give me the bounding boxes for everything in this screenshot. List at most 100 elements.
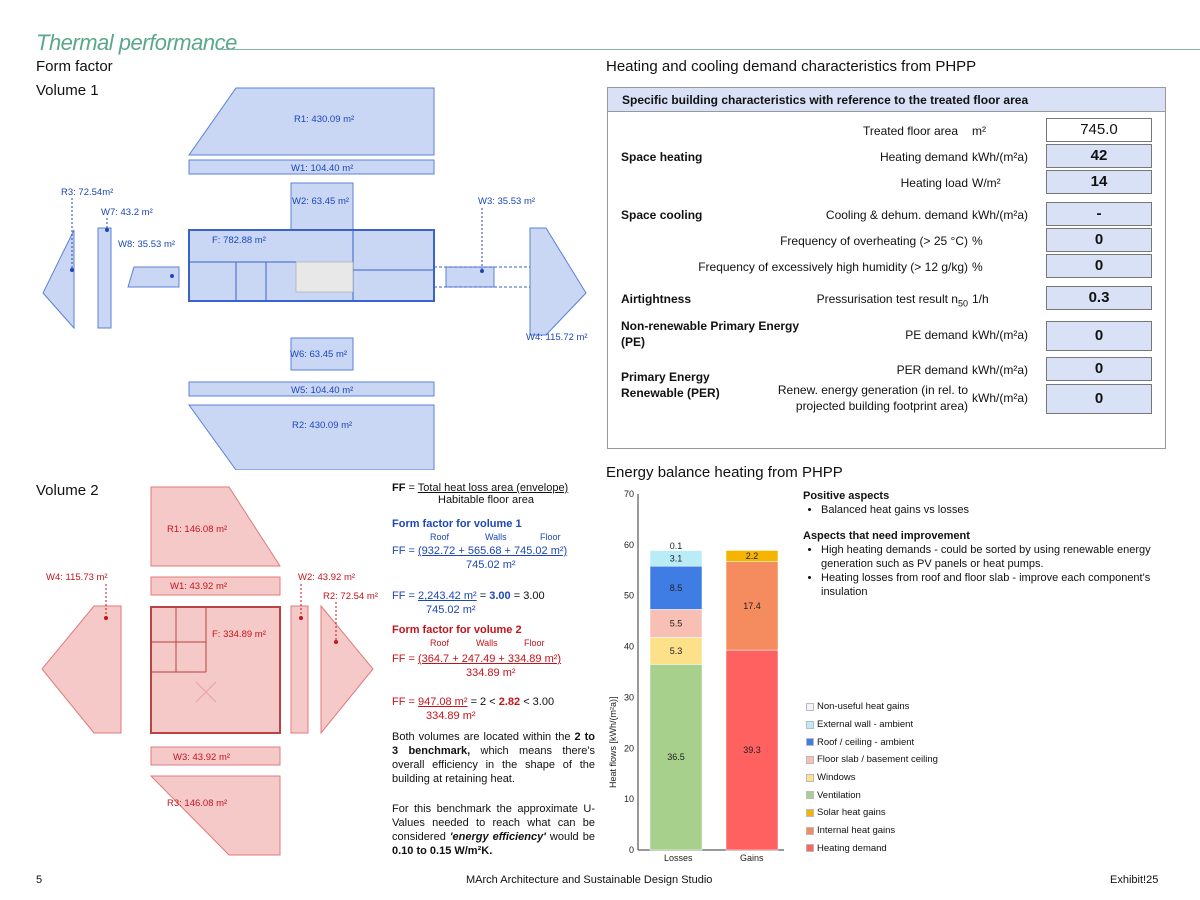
v2-eq-prefix: FF =: [392, 653, 415, 665]
v2-roof2-face: [320, 604, 374, 735]
bar-segment: [649, 565, 703, 610]
legend-label: Non-useful heat gains: [817, 701, 910, 713]
legend-label: Solar heat gains: [817, 807, 886, 819]
formula-ff-definition: FF = Total heat loss area (envelope) Hab…: [392, 482, 602, 506]
pe-value: 0: [1046, 321, 1152, 351]
para2-d: 0.10 to 0.15 W/m²K.: [392, 845, 493, 857]
v2-roof3-face: [149, 775, 281, 856]
legend-label: Roof / ceiling - ambient: [817, 736, 915, 748]
phpp-table: Specific building characteristics with r…: [607, 87, 1166, 449]
renew-label: Renew. energy generation (in rel. to pro…: [777, 383, 968, 413]
phpp-table-header: Specific building characteristics with r…: [608, 88, 1165, 112]
v1-denominator2: 745.02 m²: [426, 604, 476, 616]
y-tick-label: 60: [624, 540, 634, 550]
v1-formula-line1: FF = (932.72 + 565.68 + 745.02 m²): [392, 545, 567, 557]
tfa-unit: m²: [972, 124, 986, 138]
pressure-label-text: Pressurisation test result n: [816, 292, 958, 306]
v1-wall6-face: [290, 337, 354, 371]
bar-value-label: 2.2: [746, 551, 759, 561]
legend-label: Ventilation: [817, 789, 861, 801]
v1-roof1-face: [188, 87, 435, 156]
y-tick-label: 10: [624, 794, 634, 804]
v2-tail: < 3.00: [523, 696, 555, 708]
pressure-label: Pressurisation test result n50: [817, 292, 968, 308]
legend-label: Floor slab / basement ceiling: [817, 754, 938, 766]
humidity-value: 0: [1046, 254, 1152, 278]
bar-value-label: 36.5: [667, 752, 685, 762]
v1-label-w7: W7: 43.2 m²: [101, 207, 153, 218]
heat-demand-value: 42: [1046, 144, 1152, 168]
v1-wall5-face: [188, 381, 435, 397]
heat-load-unit: W/m²: [972, 176, 1001, 190]
v1-wall7-face: [97, 227, 112, 329]
improve-list: High heating demands - could be sorted b…: [803, 543, 1163, 599]
v2-result: 2.82: [498, 696, 521, 708]
bar-value-label: 17.4: [743, 601, 761, 611]
y-tick-label: 50: [624, 591, 634, 601]
v1-col-roof: Roof: [430, 532, 450, 542]
v2-label-w2: W2: 43.92 m²: [298, 572, 355, 583]
improve-title: Aspects that need improvement: [803, 530, 970, 542]
pe-label: PE demand: [905, 328, 968, 342]
bar-segment: [649, 637, 703, 665]
v2-denominator2: 334.89 m²: [426, 710, 476, 722]
v1-col-floor: Floor: [540, 532, 561, 542]
v1-wall4-face: [529, 227, 587, 336]
cool-demand-label: Cooling & dehum. demand: [825, 208, 968, 222]
ff-label: FF: [392, 482, 406, 494]
legend-swatch: [806, 755, 814, 764]
page-number: 5: [36, 874, 43, 886]
cool-demand-value: -: [1046, 202, 1152, 226]
v1-wall1-face: [188, 159, 435, 175]
energy-title: Energy balance heating from PHPP: [606, 464, 843, 481]
legend-swatch: [806, 738, 814, 747]
tfa-value: 745.0: [1046, 118, 1152, 142]
v2-wall4-face: [41, 605, 122, 734]
footer-exhibit: Exhibit!25: [1110, 874, 1159, 886]
group-per: Primary Energy Renewable (PER): [621, 370, 720, 400]
v2-label-w1: W1: 43.92 m²: [170, 581, 227, 592]
v1-numerator: (932.72 + 565.68 + 745.02 m²): [417, 545, 568, 557]
bar-segment: [725, 649, 779, 851]
heat-demand-label: Heating demand: [879, 150, 968, 164]
y-tick-label: 30: [624, 692, 634, 702]
renew-value: 0: [1046, 384, 1152, 414]
humidity-unit: %: [972, 260, 983, 274]
bar-value-label: 5.3: [670, 646, 683, 656]
y-tick-label: 40: [624, 642, 634, 652]
v1-label-r2: R2: 430.09 m²: [292, 420, 352, 431]
bar-segment: [649, 609, 703, 638]
bar-value-label: 5.5: [670, 618, 683, 628]
renew-unit: kWh/(m²a): [972, 391, 1028, 405]
v1-col-walls: Walls: [485, 532, 507, 542]
volume1-diagram: R1: 430.09 m² W1: 104.40 m² W2: 63.45 m²…: [42, 87, 588, 470]
legend-swatch: [806, 702, 814, 711]
legend-item: Floor slab / basement ceiling: [806, 751, 938, 769]
uvalue-paragraph: For this benchmark the approximate U-Val…: [392, 802, 595, 858]
legend-swatch: [806, 773, 814, 782]
ff-denominator: Habitable floor area: [438, 494, 535, 506]
group-airtightness: Airtightness: [621, 292, 692, 306]
ff-numerator: Total heat loss area (envelope): [417, 482, 569, 494]
tfa-label: Treated floor area: [863, 124, 958, 138]
overheat-label: Frequency of overheating (> 25 °C): [780, 234, 968, 248]
para1-a: Both volumes are located within the: [392, 731, 571, 743]
v2-denominator: 334.89 m²: [466, 667, 516, 679]
legend-swatch: [806, 844, 814, 853]
x-label-gains: Gains: [740, 853, 764, 863]
positive-list: Balanced heat gains vs losses: [803, 503, 1163, 517]
y-tick-label: 70: [624, 489, 634, 499]
y-tick-label: 20: [624, 743, 634, 753]
legend-swatch: [806, 808, 814, 817]
para2-b: 'energy efficiency': [449, 831, 546, 843]
legend-swatch: [806, 826, 814, 835]
para2-c: would be: [549, 831, 595, 843]
legend-label: Heating demand: [817, 842, 887, 854]
v2-formula-line2: FF = 947.08 m² = 2 < 2.82 < 3.00: [392, 696, 554, 708]
y-axis-label: Heat flows [kWh/(m²a)]: [608, 696, 618, 788]
legend-item: Internal heat gains: [806, 822, 938, 840]
heat-load-label: Heating load: [900, 176, 968, 190]
v1-label-w1: W1: 104.40 m²: [291, 163, 353, 174]
legend-item: External wall - ambient: [806, 716, 938, 734]
